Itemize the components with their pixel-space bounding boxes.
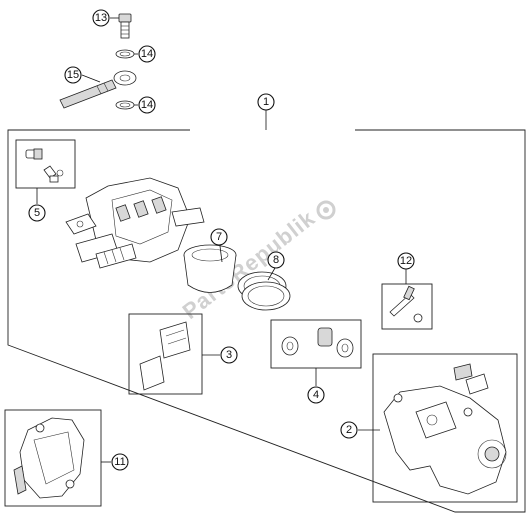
svg-text:1: 1: [263, 96, 269, 108]
callout-14a: 14: [138, 45, 156, 63]
brake-pads: [13, 417, 85, 499]
assembly-frame: [7, 129, 526, 513]
callout-12: 12: [397, 252, 415, 270]
callout-7-leader: [219, 245, 223, 263]
callout-8: 8: [267, 251, 285, 269]
brake-pad-box: [4, 409, 102, 507]
svg-text:2: 2: [346, 424, 352, 436]
svg-text:12: 12: [400, 255, 412, 267]
callout-13: 13: [92, 9, 110, 27]
pad-spring-box: [128, 313, 203, 395]
svg-text:14: 14: [141, 99, 153, 111]
brake-hose: [59, 70, 137, 109]
watermark-gear-icon: [316, 200, 336, 220]
pad-springs: [139, 321, 191, 391]
callout-8-leader: [267, 267, 276, 281]
bleeder-screw: [118, 13, 132, 39]
callout-15-leader: [81, 74, 101, 83]
caliper-support-box: [372, 353, 518, 503]
callout-14b: 14: [138, 96, 156, 114]
pin-kit: [389, 285, 423, 323]
seal-ring: [237, 271, 291, 311]
callout-7: 7: [210, 228, 228, 246]
svg-text:5: 5: [34, 207, 40, 219]
svg-text:13: 13: [95, 12, 107, 24]
caliper-support: [383, 363, 507, 495]
washer-upper: [115, 49, 135, 59]
svg-text:4: 4: [313, 389, 319, 401]
bleeder-kit-box: [15, 139, 76, 189]
callout-5: 5: [28, 204, 46, 222]
svg-text:15: 15: [67, 69, 79, 81]
piston: [183, 244, 237, 293]
callout-4: 4: [307, 386, 325, 404]
callout-1: 1: [257, 93, 275, 111]
svg-text:11: 11: [114, 456, 125, 468]
callout-2: 2: [340, 421, 358, 439]
callout-11: 11: [111, 453, 129, 471]
svg-text:7: 7: [216, 231, 222, 243]
callout-3: 3: [220, 346, 238, 364]
pin-kit-box: [381, 283, 433, 330]
svg-text:8: 8: [273, 254, 279, 266]
callout-15: 15: [64, 66, 82, 84]
bushings: [281, 327, 354, 358]
svg-text:14: 14: [141, 48, 153, 60]
bleeder-valve: [25, 148, 64, 183]
brake-caliper: [65, 177, 205, 269]
washer-lower: [115, 100, 135, 110]
svg-text:3: 3: [226, 349, 232, 361]
